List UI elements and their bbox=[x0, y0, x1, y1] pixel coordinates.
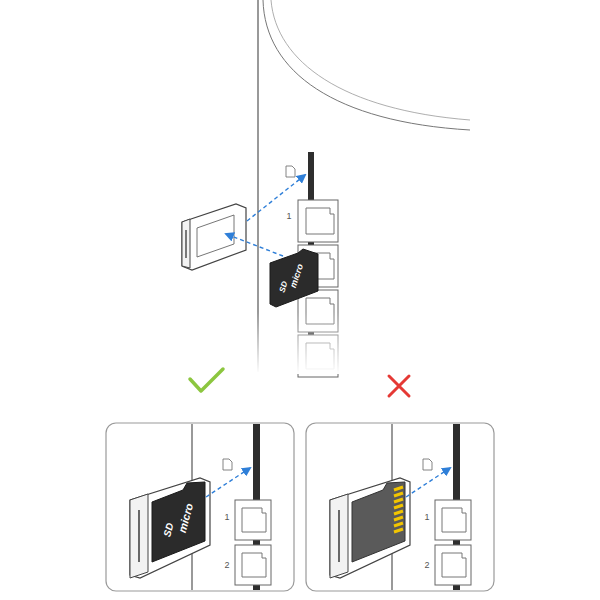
correct-panel bbox=[235, 500, 271, 540]
sd-slot-icon bbox=[286, 166, 295, 177]
wrong-panel bbox=[435, 500, 471, 540]
sd-tray bbox=[182, 219, 190, 268]
wrong-panel bbox=[442, 553, 466, 577]
port-number: 1 bbox=[424, 513, 429, 522]
check-mark bbox=[190, 369, 223, 391]
wrong-panel bbox=[330, 494, 348, 578]
port-number: 1 bbox=[286, 212, 291, 221]
correct-panel bbox=[106, 423, 294, 591]
sd-tray bbox=[197, 215, 234, 257]
correct-panel bbox=[206, 468, 250, 497]
check-mark bbox=[190, 369, 223, 391]
port-number: 1 bbox=[224, 513, 229, 522]
correct-panel bbox=[130, 494, 148, 578]
card-logo: micro bbox=[177, 502, 195, 534]
device-housing bbox=[263, 0, 470, 130]
wrong-panel bbox=[442, 508, 466, 532]
insert-arrow bbox=[247, 175, 305, 221]
sd-slot-icon bbox=[286, 166, 295, 177]
wrong-panel bbox=[330, 478, 410, 578]
correct-panel bbox=[138, 510, 140, 562]
insert-arrow bbox=[226, 234, 283, 256]
insert-arrow bbox=[226, 175, 305, 256]
sd-tray bbox=[182, 204, 246, 270]
cross-mark bbox=[389, 376, 409, 396]
wrong-panel bbox=[406, 468, 450, 497]
correct-panel bbox=[130, 424, 271, 590]
wrong-panel bbox=[338, 510, 340, 562]
wrong-panel bbox=[352, 482, 405, 562]
wrong-panel bbox=[423, 459, 432, 470]
sd-tray bbox=[182, 204, 246, 270]
correct-panel bbox=[152, 482, 205, 562]
port-number: 2 bbox=[424, 561, 429, 570]
correct-panel bbox=[223, 459, 232, 470]
ethernet-port bbox=[306, 208, 334, 234]
device-housing bbox=[271, 0, 470, 120]
sd-tray bbox=[185, 230, 186, 258]
correct-panel bbox=[235, 545, 271, 585]
correct-panel bbox=[242, 553, 266, 577]
wrong-panel bbox=[435, 545, 471, 585]
wrong-panel bbox=[330, 424, 471, 590]
microsd-card bbox=[270, 249, 318, 307]
card-logo: micro bbox=[289, 263, 305, 289]
cross-mark bbox=[389, 376, 409, 396]
microsd-card bbox=[270, 249, 318, 307]
correct-panel bbox=[130, 478, 210, 578]
card-logo: SD bbox=[162, 522, 175, 538]
port-number: 2 bbox=[224, 561, 229, 570]
fade-out bbox=[240, 312, 370, 374]
wrong-panel bbox=[306, 423, 494, 591]
correct-panel bbox=[242, 508, 266, 532]
ethernet-port bbox=[298, 200, 338, 242]
wrong-panel bbox=[306, 423, 494, 591]
card-logo: SD bbox=[278, 280, 289, 293]
correct-panel bbox=[106, 423, 294, 591]
wrong-panel bbox=[394, 487, 403, 532]
